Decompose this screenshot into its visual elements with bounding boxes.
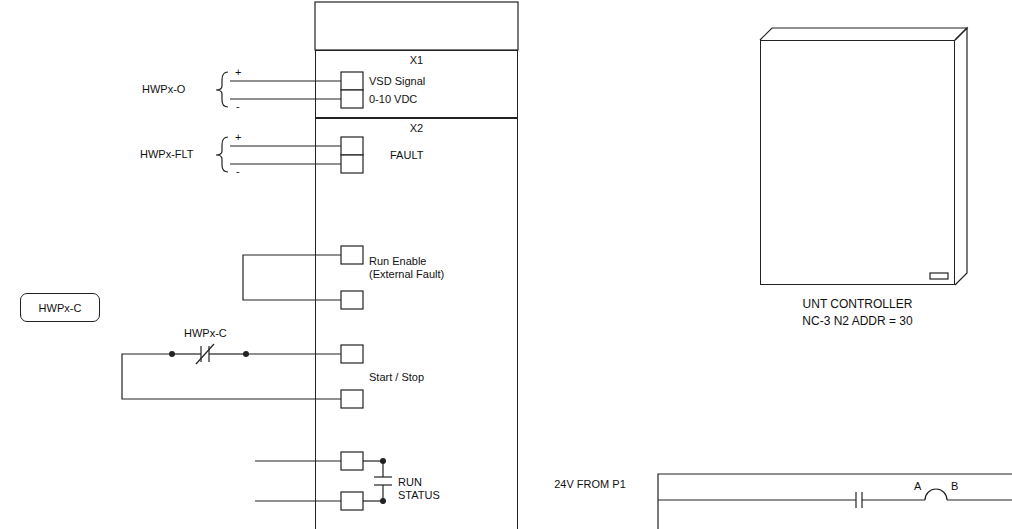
terminal-name: Start / Stop xyxy=(369,371,424,384)
polarity-mark: + xyxy=(235,131,241,144)
run-status-contact xyxy=(255,461,392,501)
signal-name: HWPx-FLT xyxy=(140,148,194,161)
supply-note: 24V FROM P1 xyxy=(551,478,629,491)
relay-circuit xyxy=(658,474,1012,529)
terminal-name: 0-10 VDC xyxy=(369,93,417,106)
terminal-name: Run Enable (External Fault) xyxy=(369,255,461,281)
node-text: HWPx-C xyxy=(39,302,82,314)
node-text: X2 xyxy=(316,122,517,134)
coil-terminal: B xyxy=(951,480,958,493)
contact-tag: HWPx-C xyxy=(184,327,227,340)
terminal-name: RUN STATUS xyxy=(398,476,450,502)
start-stop-circuit xyxy=(122,344,341,399)
node-text: UNT CONTROLLER NC-3 N2 ADDR = 30 xyxy=(794,296,922,330)
node-text: X1 xyxy=(316,54,517,66)
vsd-signal-wires xyxy=(216,72,341,107)
fault-wires xyxy=(216,137,341,172)
polarity-mark: + xyxy=(235,66,241,79)
terminal-name: VSD Signal xyxy=(369,75,425,88)
drive-top-compartment xyxy=(315,2,518,50)
run-enable-jumper xyxy=(243,255,341,300)
polarity-mark: - xyxy=(236,165,240,178)
wire-dots xyxy=(169,351,386,504)
polarity-mark: - xyxy=(236,100,240,113)
terminal-name: FAULT xyxy=(390,149,423,162)
coil-terminal: A xyxy=(914,480,921,493)
controller-box: UNT CONTROLLER NC-3 N2 ADDR = 30 xyxy=(760,40,955,285)
relay-tag-box: HWPx-C xyxy=(20,293,100,322)
terminal-section: X2 xyxy=(315,118,518,529)
terminal-blocks xyxy=(341,72,363,510)
controller-cabinet xyxy=(760,28,967,285)
signal-name: HWPx-O xyxy=(142,83,185,96)
